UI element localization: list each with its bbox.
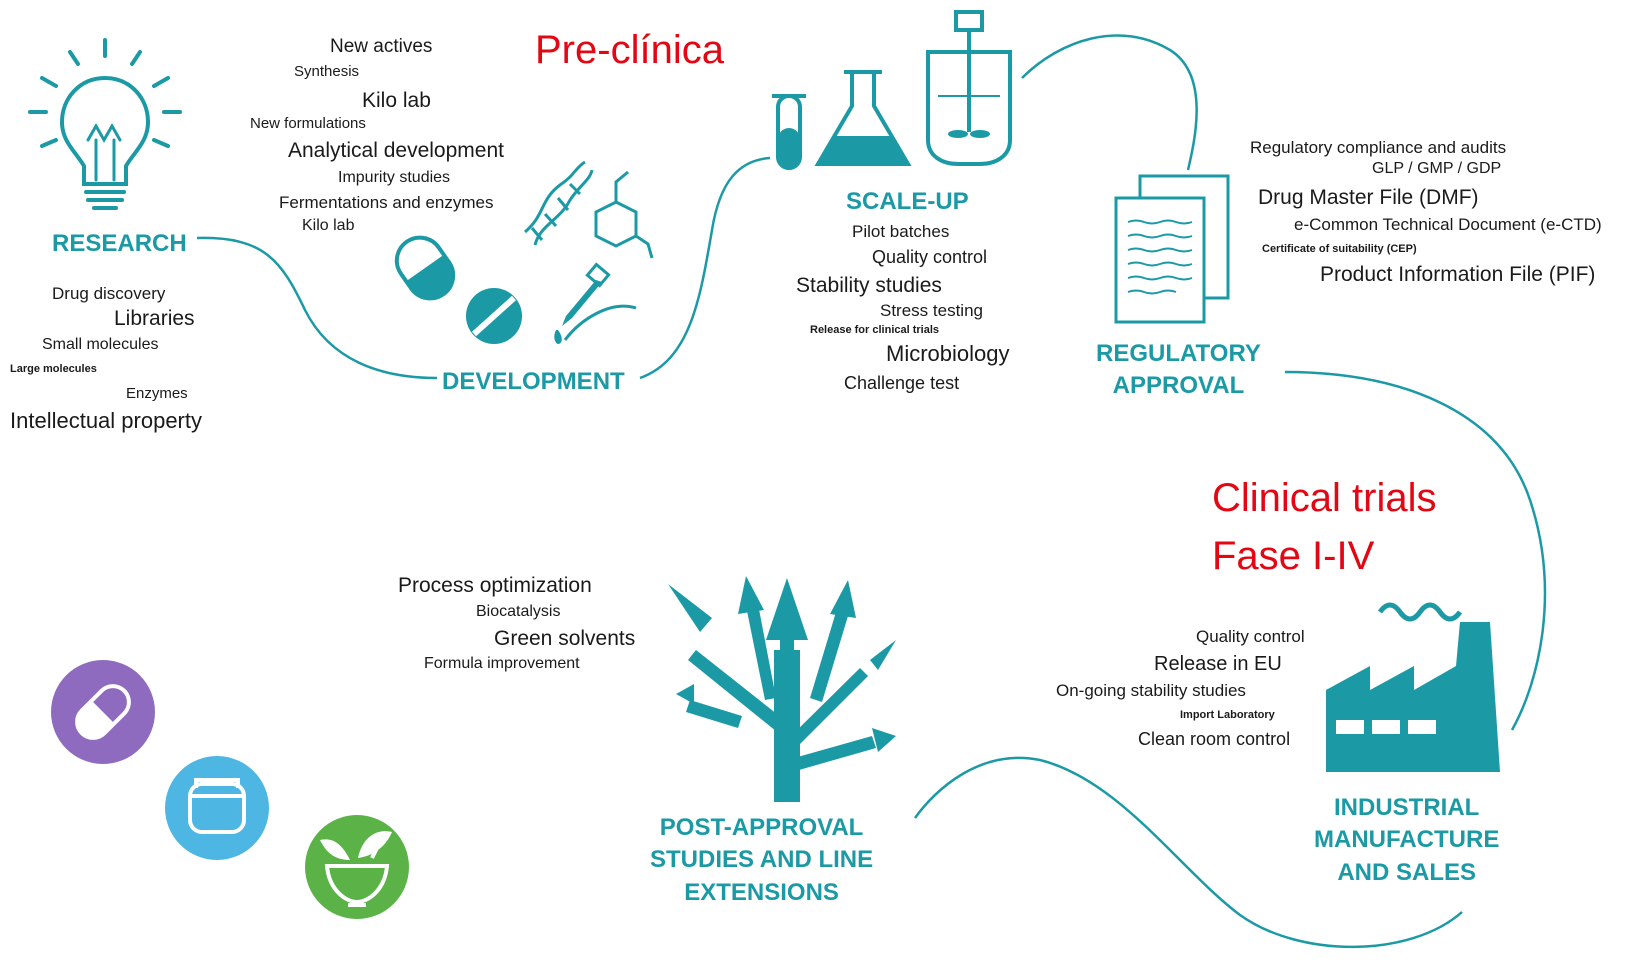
postapproval-item: Formula improvement xyxy=(424,655,580,672)
postapproval-item: Process optimization xyxy=(398,574,592,597)
development-item: Impurity studies xyxy=(338,169,451,186)
postapproval-label-line: POST-APPROVAL xyxy=(659,814,864,841)
regulatory-stage-label: REGULATORY APPROVAL xyxy=(1096,338,1261,403)
documents-icon xyxy=(1114,174,1230,324)
scaleup-item: Stress testing xyxy=(880,301,983,320)
research-item: Intellectual property xyxy=(10,408,202,433)
branching-arrows-icon xyxy=(668,576,896,802)
connector-research-development xyxy=(196,236,438,380)
manufacture-stage-label: INDUSTRIAL MANUFACTURE AND SALES xyxy=(1314,792,1499,889)
research-item: Large molecules xyxy=(10,363,97,375)
development-item: Fermentations and enzymes xyxy=(279,193,494,212)
research-stage-label: RESEARCH xyxy=(52,230,187,257)
research-item: Drug discovery xyxy=(52,284,166,303)
postapproval-label-line: EXTENSIONS xyxy=(684,878,839,906)
postapproval-item: Biocatalysis xyxy=(476,603,561,620)
badge-capsule xyxy=(51,660,155,764)
flask-reactor-icon xyxy=(772,10,1012,170)
regulatory-label-line: APPROVAL xyxy=(1112,372,1245,400)
manufacture-label-line: MANUFACTURE xyxy=(1314,826,1500,854)
clinical-phase-annotation: Fase I-IV xyxy=(1212,534,1375,578)
connector-regulatory-manufacture xyxy=(1284,370,1547,731)
regulatory-item: e-Common Technical Document (e-CTD) xyxy=(1294,215,1602,234)
clinical-trials-annotation: Clinical trials xyxy=(1212,476,1437,520)
manufacture-label-line: AND SALES xyxy=(1337,858,1476,886)
development-item: New formulations xyxy=(250,115,366,132)
badge-jar xyxy=(165,756,269,860)
factory-icon xyxy=(1326,602,1500,772)
development-item: Analytical development xyxy=(288,139,504,162)
manufacture-item: Import Laboratory xyxy=(1180,709,1275,721)
scaleup-item: Quality control xyxy=(872,247,988,267)
manufacture-label-line: INDUSTRIAL xyxy=(1334,794,1480,821)
development-item: New actives xyxy=(330,36,433,57)
regulatory-item: Drug Master File (DMF) xyxy=(1258,186,1479,209)
scaleup-item: Release for clinical trials xyxy=(810,324,940,336)
preclinical-annotation: Pre-clínica xyxy=(535,28,724,72)
scaleup-item: Challenge test xyxy=(844,373,960,393)
scaleup-item: Microbiology xyxy=(886,341,1010,366)
regulatory-label-line: REGULATORY xyxy=(1096,340,1261,367)
manufacture-item: Release in EU xyxy=(1154,653,1282,675)
development-stage-label: DEVELOPMENT xyxy=(442,368,625,395)
research-item: Enzymes xyxy=(126,385,188,402)
scaleup-item: Stability studies xyxy=(796,274,942,297)
regulatory-item: Product Information File (PIF) xyxy=(1320,263,1596,286)
regulatory-item: Regulatory compliance and audits xyxy=(1250,138,1507,157)
flow-connectors xyxy=(196,34,1547,949)
connector-development-scaleup xyxy=(639,156,771,380)
development-item: Kilo lab xyxy=(302,217,355,234)
scaleup-stage-label: SCALE-UP xyxy=(846,188,969,215)
lightbulb-icon xyxy=(28,38,182,210)
postapproval-item: Green solvents xyxy=(494,627,636,650)
postapproval-stage-label: POST-APPROVAL STUDIES AND LINE EXTENSION… xyxy=(650,812,873,909)
development-item: Synthesis xyxy=(294,63,360,80)
development-item: Kilo lab xyxy=(362,89,431,112)
manufacture-item: Quality control xyxy=(1196,627,1305,646)
capsule-dna-dropper-icon xyxy=(394,160,654,344)
manufacture-item: Clean room control xyxy=(1138,729,1291,749)
research-item: Small molecules xyxy=(42,336,159,353)
regulatory-item: Certificate of suitability (CEP) xyxy=(1262,243,1417,255)
manufacture-item: On-going stability studies xyxy=(1056,681,1246,700)
connector-scaleup-regulatory xyxy=(1021,34,1198,171)
badge-mortar-leaf xyxy=(305,815,409,919)
connector-manufacture-postapproval xyxy=(913,756,1463,949)
research-item: Libraries xyxy=(114,307,195,330)
postapproval-label-line: STUDIES AND LINE xyxy=(650,846,874,874)
scaleup-item: Pilot batches xyxy=(852,222,950,241)
regulatory-item: GLP / GMP / GDP xyxy=(1372,160,1502,177)
